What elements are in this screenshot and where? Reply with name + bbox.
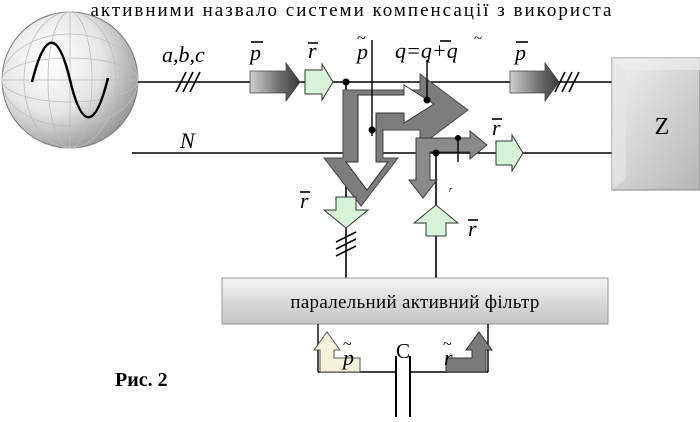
r-tilde-label-bottom: r (444, 345, 453, 370)
capacitor-icon (395, 356, 411, 417)
p-bar-label-right: p (513, 40, 526, 65)
node-dot (432, 149, 440, 157)
r-bar-label-top: r (308, 38, 317, 63)
p-tilde-label-top: p (355, 39, 368, 64)
neutral-label: N (179, 128, 196, 153)
node-dot (368, 126, 376, 134)
p-tilde-dc-arrow (313, 331, 361, 373)
load-label: Z (655, 114, 670, 140)
q-equation-label: q=q+q (395, 38, 458, 63)
r-bar-label-left: r (300, 188, 309, 213)
three-phase-marks (175, 71, 580, 93)
figure-caption: Рис. 2 (115, 369, 168, 391)
r-small-label: r (449, 185, 453, 194)
tilde-mark: ~ (443, 336, 452, 353)
filter-label: паралельний активний фільтр (290, 292, 539, 313)
node-dot (423, 96, 431, 104)
r-bar-label-right: r (468, 216, 477, 241)
tilde-mark: ~ (343, 336, 352, 353)
capacitor-label: C (396, 339, 410, 363)
r-flow-arrow-top (304, 62, 334, 102)
three-phase-marks-vertical (335, 231, 357, 257)
p-tilde-inner-arrow (345, 84, 435, 191)
tilde-mark: ~ (474, 31, 482, 47)
tilde-mark: ~ (357, 30, 366, 47)
p-tilde-label-bottom: p (341, 345, 354, 370)
r-bar-label-mid: r (492, 115, 501, 140)
r-flow-arrow-up (412, 204, 460, 237)
load-box: Z (611, 57, 700, 191)
header-text: активними назвало системи компенсації з … (90, 0, 613, 21)
source-globe-icon (1, 11, 139, 149)
node-dot (342, 78, 350, 86)
phases-label: a,b,c (162, 42, 205, 67)
p-flow-arrow-left (249, 61, 301, 103)
p-bar-label-left: p (248, 40, 261, 65)
r-flow-arrow-down (322, 196, 370, 229)
r-tilde-small-arrow (407, 129, 488, 199)
active-filter-box: паралельний активний фільтр (221, 277, 609, 325)
sine-wave-icon (30, 41, 110, 119)
node-dot (455, 135, 461, 141)
p-flow-arrow-right (509, 61, 560, 103)
r-tilde-dc-arrow (445, 331, 493, 373)
r-flow-arrow-mid (495, 133, 524, 173)
